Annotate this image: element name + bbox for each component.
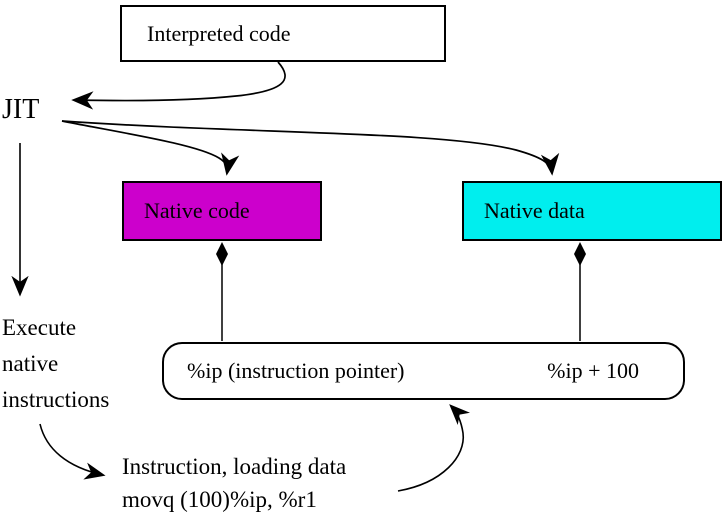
instruction-note-line-2: movq (100)%ip, %r1 (122, 487, 317, 512)
instruction-pointer-box: %ip (instruction pointer) %ip + 100 (162, 342, 685, 400)
diamond-native-code-icon (216, 242, 228, 266)
execute-line-2: native (2, 351, 59, 376)
native-code-box: Native code (122, 181, 322, 241)
execute-native-instructions-label: Execute native instructions (2, 310, 109, 418)
arrow-execute-to-instruction-icon (39, 423, 106, 480)
diamond-native-data-icon (574, 242, 586, 266)
instruction-note-line-1: Instruction, loading data (122, 454, 347, 479)
interpreted-code-box: Interpreted code (120, 5, 446, 62)
arrow-instruction-to-pointer-box-icon (397, 404, 470, 492)
jit-label: JIT (2, 94, 40, 125)
native-data-label: Native data (484, 198, 585, 223)
native-code-label: Native code (144, 198, 250, 223)
arrow-jit-to-native-code-icon (61, 120, 240, 176)
interpreted-code-label: Interpreted code (147, 20, 291, 46)
arrow-jit-to-native-data-icon (61, 120, 560, 176)
instruction-note: Instruction, loading data movq (100)%ip,… (122, 450, 346, 516)
native-data-box: Native data (462, 181, 722, 241)
execute-line-3: instructions (2, 387, 110, 412)
arrow-interpreted-to-jit-icon (71, 61, 286, 110)
execute-line-1: Execute (2, 315, 77, 340)
instruction-pointer-label: %ip (instruction pointer) (187, 358, 405, 383)
instruction-pointer-offset-label: %ip + 100 (547, 358, 639, 383)
